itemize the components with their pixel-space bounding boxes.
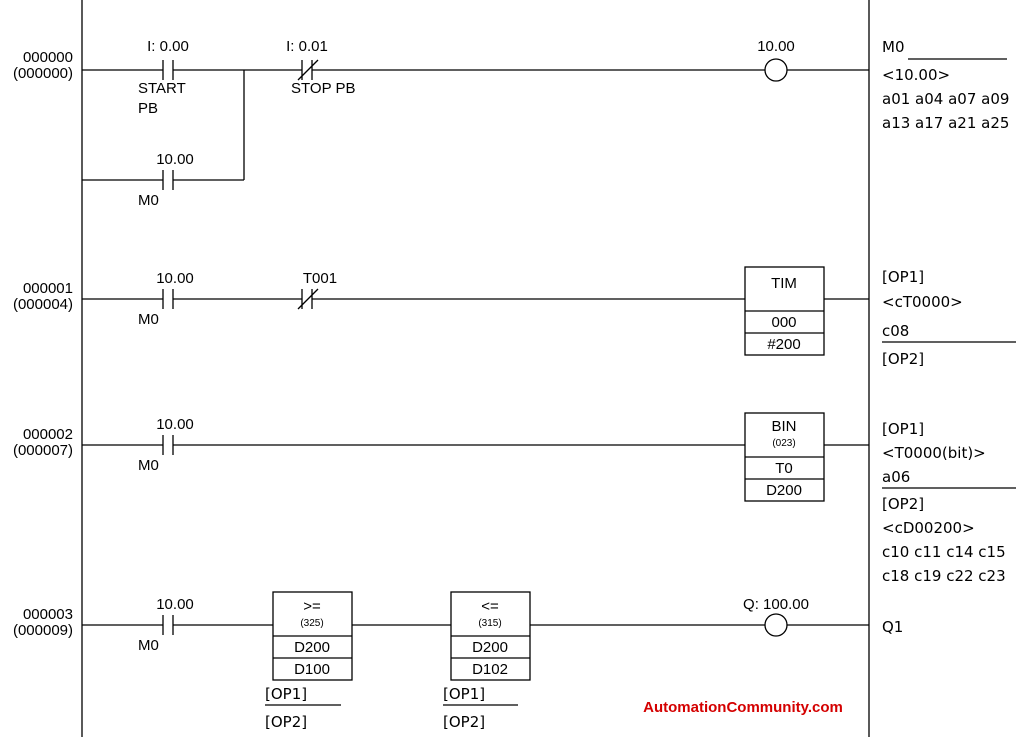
rung-comment: Q1 xyxy=(882,618,903,636)
contact-address: I: 0.00 xyxy=(147,38,189,55)
block-operand: D200 xyxy=(766,482,802,499)
block-operand: T0 xyxy=(775,460,793,477)
svg-text:[OP2]: [OP2] xyxy=(882,495,924,513)
coil-address: 10.00 xyxy=(757,38,795,55)
operand-comment: [OP1] xyxy=(265,685,307,703)
svg-text:<10.00>: <10.00> xyxy=(882,66,950,84)
rung-comment: [OP1] <cT0000> c08 [OP2] xyxy=(882,268,1016,368)
block-operand: D102 xyxy=(472,661,508,678)
contact-label: STOP PB xyxy=(291,80,355,97)
contact-label: M0 xyxy=(138,637,159,654)
contact-label: M0 xyxy=(138,311,159,328)
svg-text:a01 a04 a07 a09: a01 a04 a07 a09 xyxy=(882,90,1009,108)
block-operand: D200 xyxy=(294,639,330,656)
contact-address: 10.00 xyxy=(156,416,194,433)
block-title: <= xyxy=(481,598,499,615)
svg-text:M0: M0 xyxy=(882,38,905,56)
rung-comment: [OP1] <T0000(bit)> a06 [OP2] <cD00200> c… xyxy=(882,420,1016,585)
svg-text:Q1: Q1 xyxy=(882,618,903,636)
svg-text:a13 a17 a21 a25: a13 a17 a21 a25 xyxy=(882,114,1009,132)
block-title: >= xyxy=(303,598,321,615)
compare-block-gte[interactable]: >= (325) D200 D100 [OP1] [OP2] xyxy=(265,591,353,731)
bin-block[interactable]: BIN (023) T0 D200 xyxy=(744,412,825,502)
svg-text:<cD00200>: <cD00200> xyxy=(882,519,975,537)
block-operand: #200 xyxy=(767,336,800,353)
rung-address: (000007) xyxy=(13,442,73,459)
rung-step-number: 000003 xyxy=(23,606,73,623)
svg-text:[OP1]: [OP1] xyxy=(882,420,924,438)
watermark-text[interactable]: AutomationCommunity.com xyxy=(643,699,843,716)
rung-3: 000003 (000009) 10.00 M0 >= (325) D200 D… xyxy=(13,591,903,731)
block-title: TIM xyxy=(771,275,797,292)
block-title: BIN xyxy=(771,418,796,435)
contact-start-pb[interactable]: I: 0.00 START PB xyxy=(138,38,189,117)
svg-text:c10 c11 c14 c15: c10 c11 c14 c15 xyxy=(882,543,1006,561)
contact-m0[interactable]: 10.00 M0 xyxy=(138,596,194,654)
coil-output-q1[interactable]: Q: 100.00 xyxy=(743,596,809,637)
contact-address: I: 0.01 xyxy=(286,38,328,55)
contact-address: 10.00 xyxy=(156,151,194,168)
rung-1: 000001 (000004) 10.00 M0 T001 TIM 000 #2… xyxy=(13,266,1016,368)
rung-address: (000004) xyxy=(13,296,73,313)
contact-label: M0 xyxy=(138,457,159,474)
coil-output[interactable]: 10.00 xyxy=(757,38,795,82)
rung-step-number: 000000 xyxy=(23,49,73,66)
rung-comment: M0 <10.00> a01 a04 a07 a09 a13 a17 a21 a… xyxy=(882,38,1009,132)
contact-label: PB xyxy=(138,100,158,117)
svg-text:c08: c08 xyxy=(882,322,909,340)
svg-text:<cT0000>: <cT0000> xyxy=(882,293,963,311)
svg-text:[OP1]: [OP1] xyxy=(882,268,924,286)
rung-address: (000000) xyxy=(13,65,73,82)
block-operand: 000 xyxy=(771,314,796,331)
block-code: (023) xyxy=(772,438,795,449)
contact-stop-pb[interactable]: I: 0.01 STOP PB xyxy=(286,38,355,97)
contact-address: T001 xyxy=(303,270,337,287)
operand-comment: [OP2] xyxy=(265,713,307,731)
operand-comment: [OP1] xyxy=(443,685,485,703)
contact-address: 10.00 xyxy=(156,596,194,613)
timer-block[interactable]: TIM 000 #200 xyxy=(744,266,825,356)
block-operand: D100 xyxy=(294,661,330,678)
block-code: (325) xyxy=(300,618,323,629)
block-operand: D200 xyxy=(472,639,508,656)
block-code: (315) xyxy=(478,618,501,629)
contact-label: START xyxy=(138,80,186,97)
rung-0: 000000 (000000) I: 0.00 START PB I: 0.01… xyxy=(13,38,1009,209)
rung-address: (000009) xyxy=(13,622,73,639)
svg-text:[OP2]: [OP2] xyxy=(882,350,924,368)
svg-text:a06: a06 xyxy=(882,468,910,486)
svg-text:c18 c19 c22 c23: c18 c19 c22 c23 xyxy=(882,567,1006,585)
operand-comment: [OP2] xyxy=(443,713,485,731)
compare-block-lte[interactable]: <= (315) D200 D102 [OP1] [OP2] xyxy=(443,591,531,731)
coil-address: Q: 100.00 xyxy=(743,596,809,613)
rung-step-number: 000002 xyxy=(23,426,73,443)
contact-label: M0 xyxy=(138,192,159,209)
contact-t001-nc[interactable]: T001 xyxy=(297,270,337,310)
rung-2: 000002 (000007) 10.00 M0 BIN (023) T0 D2… xyxy=(13,412,1016,585)
contact-address: 10.00 xyxy=(156,270,194,287)
rung-step-number: 000001 xyxy=(23,280,73,297)
svg-text:<T0000(bit)>: <T0000(bit)> xyxy=(882,444,986,462)
contact-m0-seal[interactable]: 10.00 M0 xyxy=(138,151,194,209)
contact-m0[interactable]: 10.00 M0 xyxy=(138,416,194,474)
